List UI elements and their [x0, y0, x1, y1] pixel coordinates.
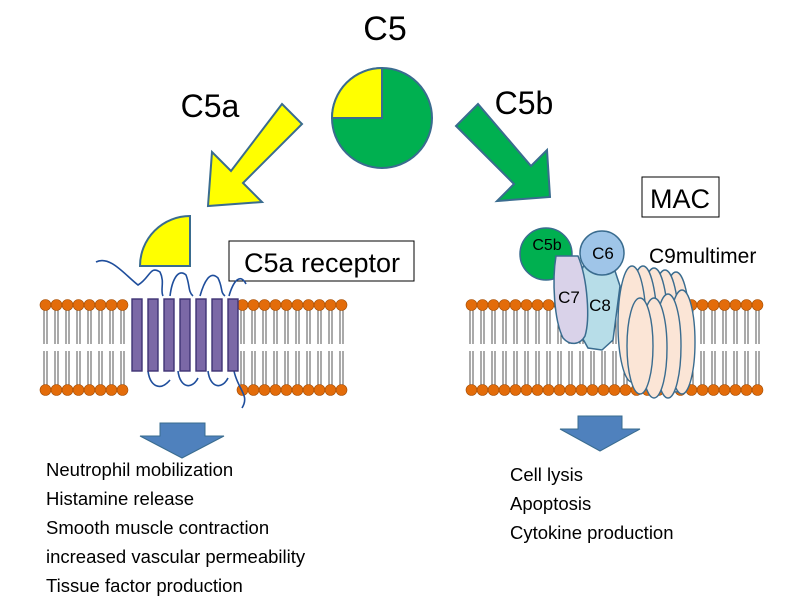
mac-complex: C5b C6 C7 C8 C9multimer — [519, 227, 756, 399]
c5a-label: C5a — [181, 88, 240, 124]
mac-label: MAC — [650, 184, 710, 214]
c5a-receptor — [131, 298, 239, 372]
receptor-loops — [95, 259, 247, 409]
c5b-effect-item: Cell lysis — [510, 464, 583, 485]
c9-multimer-label: C9multimer — [649, 245, 756, 268]
c5b-effects-list: Cell lysis Apoptosis Cytokine production — [510, 460, 674, 547]
c7-component-label: C7 — [558, 288, 580, 307]
c5a-receptor-label: C5a receptor — [244, 248, 400, 278]
right-down-arrow — [559, 415, 641, 452]
c6-component — [579, 230, 625, 276]
c9-multimer — [617, 265, 696, 399]
c5a-effects-list: Neutrophil mobilization Histamine releas… — [46, 455, 305, 600]
left-membrane — [39, 299, 348, 396]
c5b-arrow — [454, 102, 552, 203]
left-down-arrow — [139, 422, 225, 459]
mac-label-box: MAC — [641, 176, 720, 218]
c5a-arrow — [206, 102, 304, 208]
c5b-label: C5b — [495, 85, 554, 121]
c5b-effect-item: Apoptosis — [510, 493, 592, 514]
c5b-effect-item: Cytokine production — [510, 522, 674, 543]
c5a-receptor-label-box: C5a receptor — [228, 240, 415, 282]
c6-component-label: C6 — [592, 244, 614, 263]
c5b-component-label: C5b — [532, 237, 561, 254]
c5a-effect-item: Smooth muscle contraction — [46, 517, 270, 538]
c5a-effect-item: increased vascular permeability — [46, 546, 306, 567]
c7-component — [553, 255, 589, 345]
c5a-effect-item: Tissue factor production — [46, 575, 243, 596]
c5a-effect-item: Histamine release — [46, 488, 195, 509]
c5a-fragment — [138, 214, 191, 267]
c5a-effect-item: Neutrophil mobilization — [46, 459, 234, 480]
c5-protein-pie — [330, 66, 433, 169]
c8-component-label: C8 — [589, 296, 611, 315]
c5-title: C5 — [363, 10, 406, 48]
